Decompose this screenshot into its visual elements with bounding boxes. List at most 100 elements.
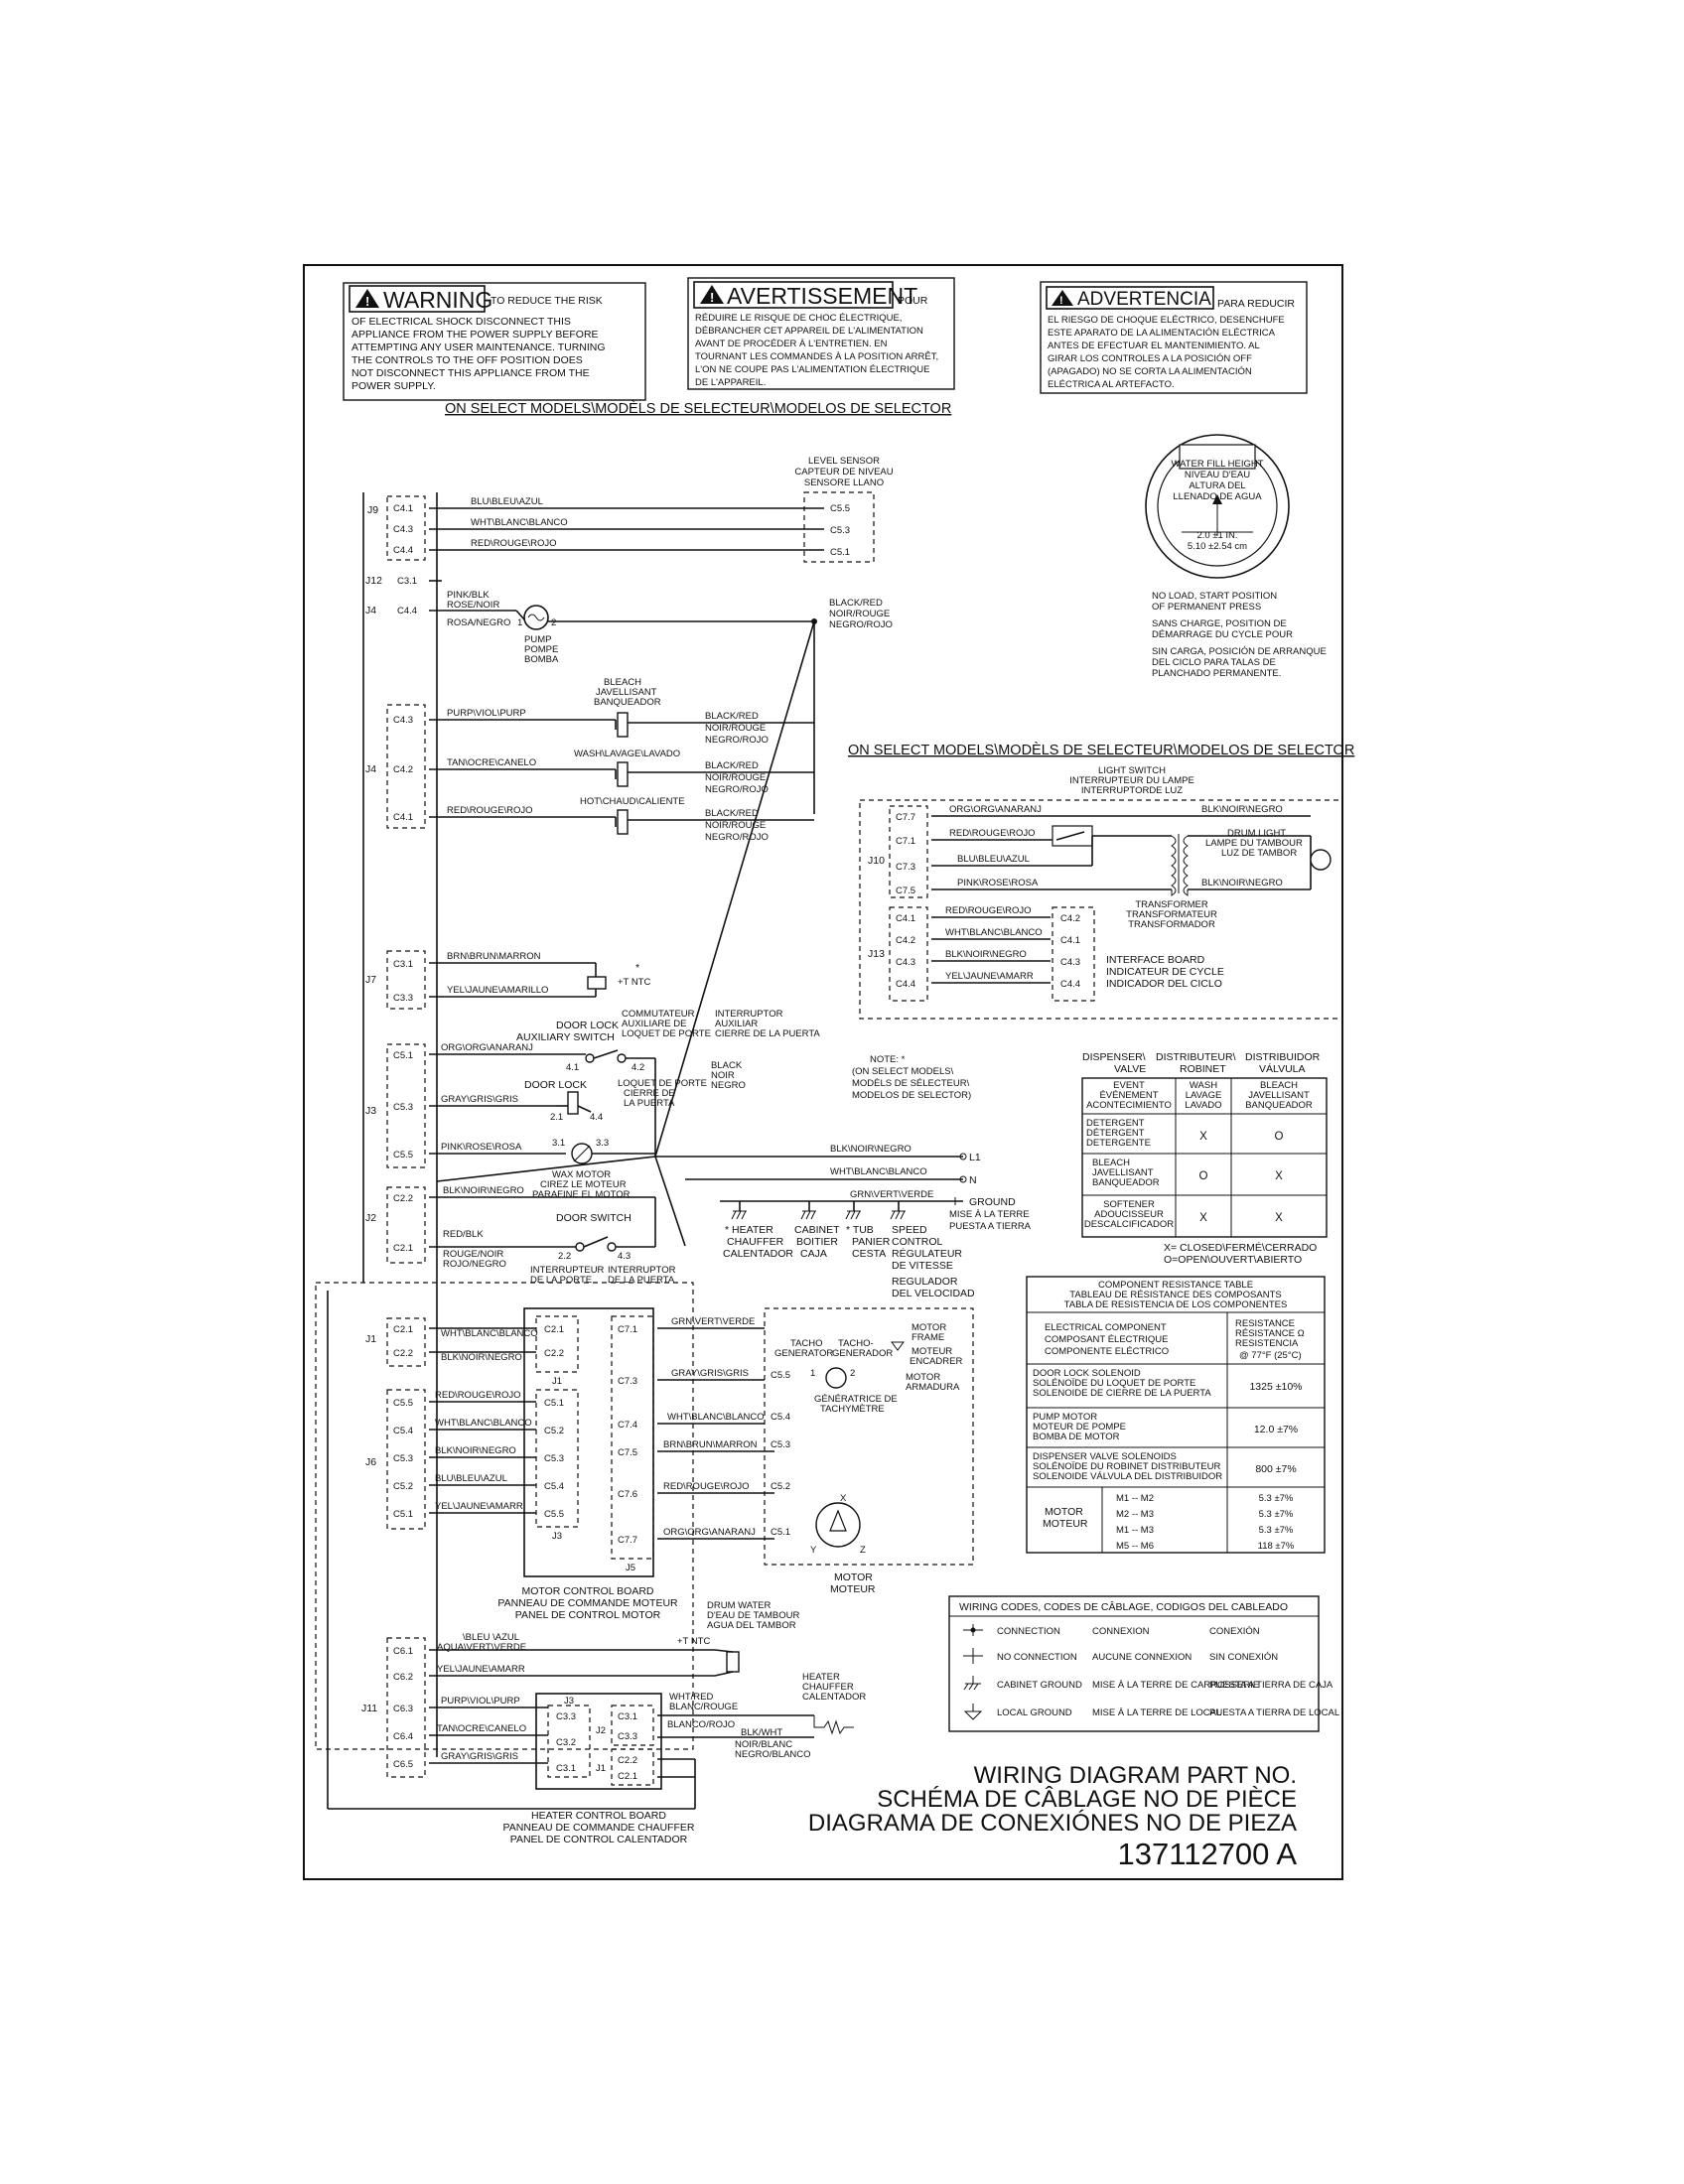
- svg-text:BANQUEADOR: BANQUEADOR: [1092, 1177, 1160, 1188]
- local-ground-symbol-icon: [963, 1704, 983, 1720]
- heater-control-board: J3 C3.3 C3.2 C3.1 J2 C3.1 C3.3 J1 C2.2 C…: [327, 1291, 866, 1845]
- svg-text:PINK\ROSE\ROSA: PINK\ROSE\ROSA: [957, 878, 1039, 888]
- svg-text:J1: J1: [552, 1376, 562, 1387]
- svg-text:C6.4: C6.4: [393, 1731, 413, 1742]
- svg-text:NOIR/ROUGE: NOIR/ROUGE: [705, 820, 766, 831]
- svg-text:BLK\NOIR\NEGRO: BLK\NOIR\NEGRO: [435, 1445, 516, 1456]
- svg-text:PANIER: PANIER: [852, 1236, 891, 1248]
- svg-text:C5.2: C5.2: [393, 1481, 413, 1492]
- svg-text:DEL VELOCIDAD: DEL VELOCIDAD: [892, 1288, 975, 1299]
- svg-text:ELÉCTRICA AL ARTEFACTO.: ELÉCTRICA AL ARTEFACTO.: [1048, 379, 1175, 390]
- svg-text:C2.1: C2.1: [393, 1324, 413, 1335]
- svg-text:BLACK/RED: BLACK/RED: [829, 598, 883, 609]
- svg-text:POUR: POUR: [898, 295, 928, 307]
- svg-text:C2.2: C2.2: [393, 1348, 413, 1359]
- svg-text:@ 77°F (25°C): @ 77°F (25°C): [1239, 1350, 1302, 1361]
- svg-text:DÉTERGENT: DÉTERGENT: [1086, 1128, 1145, 1139]
- svg-text:J6: J6: [365, 1456, 376, 1468]
- svg-text:+T NTC: +T NTC: [618, 977, 650, 988]
- svg-text:NOIR: NOIR: [711, 1070, 735, 1081]
- svg-text:AUCUNE CONNEXION: AUCUNE CONNEXION: [1092, 1652, 1192, 1663]
- svg-text:C3.3: C3.3: [393, 993, 413, 1004]
- svg-text:C3.1: C3.1: [618, 1711, 637, 1722]
- svg-text:C4.4: C4.4: [896, 979, 915, 990]
- svg-text:RÉDUIRE LE RISQUE DE CHOC ÉLEC: RÉDUIRE LE RISQUE DE CHOC ÉLECTRIQUE,: [695, 313, 903, 324]
- svg-text:ORG\ORG\ANARANJ: ORG\ORG\ANARANJ: [441, 1042, 533, 1053]
- svg-text:TOURNANT LES COMMANDES À LA PO: TOURNANT LES COMMANDES À LA POSITION ARR…: [695, 351, 938, 362]
- svg-text:1325 ±10%: 1325 ±10%: [1249, 1381, 1302, 1393]
- svg-text:MOTEUR: MOTEUR: [912, 1346, 952, 1357]
- svg-text:INTERRUPTEUR: INTERRUPTEUR: [530, 1265, 605, 1276]
- svg-text:DE VITESSE: DE VITESSE: [892, 1260, 953, 1272]
- svg-text:DRUM WATER: DRUM WATER: [707, 1600, 772, 1611]
- tacho-generator-icon: [825, 1367, 847, 1389]
- svg-text:DETERGENTE: DETERGENTE: [1086, 1138, 1151, 1149]
- svg-text:AVERTISSEMENT: AVERTISSEMENT: [727, 283, 917, 309]
- svg-text:INTERRUPTEUR DU LAMPE: INTERRUPTEUR DU LAMPE: [1069, 775, 1194, 786]
- svg-text:ATTEMPTING ANY USER MAINTENANC: ATTEMPTING ANY USER MAINTENANCE. TURNING: [351, 341, 606, 353]
- level-sensor: LEVEL SENSOR CAPTEUR DE NIVEAU SENSORE L…: [794, 456, 894, 563]
- svg-text:C3.1: C3.1: [556, 1763, 576, 1774]
- svg-text:C5.1: C5.1: [393, 1050, 413, 1061]
- svg-text:BANQUEADOR: BANQUEADOR: [594, 697, 661, 708]
- svg-text:C5.2: C5.2: [544, 1426, 564, 1436]
- svg-text:GRN\VERT\VERDE: GRN\VERT\VERDE: [850, 1189, 933, 1200]
- svg-text:DÉMARRAGE DU CYCLE POUR: DÉMARRAGE DU CYCLE POUR: [1152, 629, 1293, 640]
- svg-text:RED\ROUGE\ROJO: RED\ROUGE\ROJO: [447, 805, 533, 816]
- svg-text:BLK\NOIR\NEGRO: BLK\NOIR\NEGRO: [1201, 804, 1283, 815]
- svg-text:WHT/RED: WHT/RED: [669, 1692, 713, 1703]
- svg-text:JAVELLISANT: JAVELLISANT: [596, 687, 657, 698]
- svg-text:1: 1: [517, 617, 522, 628]
- svg-text:C4.4: C4.4: [1060, 979, 1080, 990]
- svg-text:BLU\BLEU\AZUL: BLU\BLEU\AZUL: [471, 496, 543, 507]
- svg-text:PANNEAU DE COMMANDE MOTEUR: PANNEAU DE COMMANDE MOTEUR: [497, 1597, 678, 1609]
- svg-text:LAVAGE: LAVAGE: [1186, 1090, 1222, 1101]
- svg-text:NEGRO/ROJO: NEGRO/ROJO: [705, 784, 769, 795]
- drive-motor: TACHO GENERATOR TACHO- GENERADOR 1 2 GÉN…: [764, 1307, 974, 1595]
- svg-text:O: O: [1275, 1131, 1284, 1143]
- dispenser-valve-table: DISPENSER\ VALVE DISTRIBUTEUR\ ROBINET D…: [1081, 1051, 1328, 1266]
- svg-text:MODÈLS DE SÉLECTEUR\: MODÈLS DE SÉLECTEUR\: [852, 1078, 970, 1089]
- svg-text:AQUA\VERT\VERDE: AQUA\VERT\VERDE: [437, 1642, 526, 1653]
- svg-text:BLACK: BLACK: [711, 1060, 743, 1071]
- svg-text:NIVEAU D'EAU: NIVEAU D'EAU: [1185, 470, 1250, 480]
- svg-text:C4.3: C4.3: [896, 957, 915, 968]
- svg-text:MISE À LA TERRE: MISE À LA TERRE: [949, 1209, 1030, 1220]
- svg-text:C3.1: C3.1: [397, 576, 417, 587]
- svg-text:YEL\JAUNE\AMARR: YEL\JAUNE\AMARR: [437, 1664, 525, 1675]
- svg-text:RED/BLK: RED/BLK: [443, 1229, 484, 1240]
- svg-text:3.1: 3.1: [552, 1138, 565, 1149]
- svg-text:NOTE: *: NOTE: *: [870, 1054, 906, 1065]
- svg-text:BLACK/RED: BLACK/RED: [705, 711, 759, 722]
- svg-text:WHT\BLANC\BLANCO: WHT\BLANC\BLANCO: [830, 1166, 927, 1177]
- svg-text:!: !: [1059, 295, 1063, 307]
- svg-text:ELECTRICAL COMPONENT: ELECTRICAL COMPONENT: [1045, 1322, 1167, 1333]
- connector-j6: J6 C5.5 C5.4 C5.3 C5.2 C5.1 RED\ROUGE\RO…: [365, 1389, 536, 1530]
- svg-text:C7.3: C7.3: [618, 1376, 637, 1387]
- svg-text:ACONTECIMIENTO: ACONTECIMIENTO: [1086, 1100, 1172, 1111]
- svg-text:AVANT DE PROCÉDER À L'ENTRETIE: AVANT DE PROCÉDER À L'ENTRETIEN. EN: [695, 339, 888, 349]
- svg-text:LLENADO DE AGUA: LLENADO DE AGUA: [1173, 491, 1262, 502]
- svg-text:MOTOR CONTROL BOARD: MOTOR CONTROL BOARD: [521, 1585, 653, 1597]
- section-on-select-right: ON SELECT MODELS\MODÈLS DE SELECTEUR\MOD…: [848, 742, 1354, 758]
- wash-valve-solenoid: [617, 761, 629, 787]
- svg-text:NEGRO/ROJO: NEGRO/ROJO: [705, 832, 769, 843]
- svg-text:2.1: 2.1: [550, 1112, 563, 1123]
- svg-text:2.0 ±1 IN.: 2.0 ±1 IN.: [1196, 530, 1237, 541]
- svg-text:BLEACH: BLEACH: [1260, 1080, 1298, 1091]
- svg-text:C5.3: C5.3: [830, 525, 850, 536]
- svg-text:J3: J3: [552, 1531, 562, 1542]
- svg-text:TRANSFORMER: TRANSFORMER: [1135, 899, 1208, 910]
- svg-text:WAX MOTOR: WAX MOTOR: [552, 1169, 611, 1180]
- bleach-valve-solenoid: [617, 712, 629, 738]
- svg-text:LEVEL SENSOR: LEVEL SENSOR: [808, 456, 880, 467]
- svg-text:GRAY\GRIS\GRIS: GRAY\GRIS\GRIS: [441, 1751, 518, 1762]
- svg-text:VALVE: VALVE: [1114, 1063, 1146, 1075]
- svg-text:BLACK/RED: BLACK/RED: [705, 760, 759, 771]
- svg-text:RÉSISTANCE Ω: RÉSISTANCE Ω: [1235, 1328, 1305, 1339]
- svg-text:LOQUET DE PORTE: LOQUET DE PORTE: [618, 1078, 707, 1089]
- svg-text:C7.1: C7.1: [618, 1324, 637, 1335]
- svg-text:CIERRE DE LA PUERTA: CIERRE DE LA PUERTA: [715, 1028, 820, 1039]
- svg-text:ROUGE/NOIR: ROUGE/NOIR: [443, 1249, 503, 1260]
